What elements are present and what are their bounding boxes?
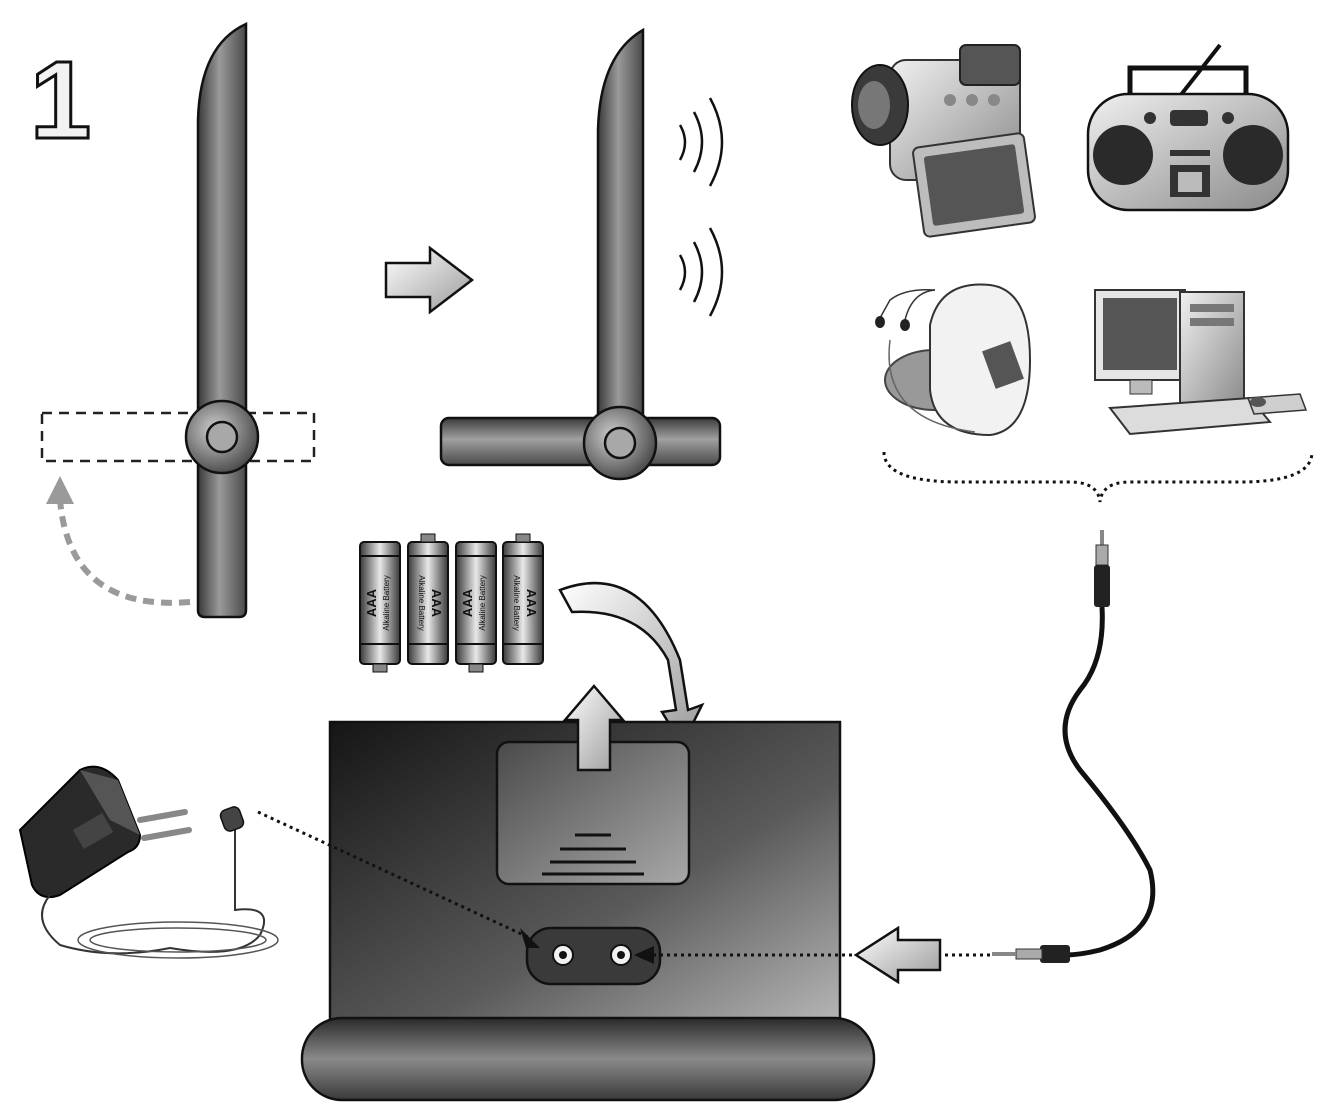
audio-insert-arrow xyxy=(853,925,942,985)
antenna-unfolded xyxy=(439,27,724,481)
rotate-arrow xyxy=(57,499,191,606)
antenna-arm xyxy=(439,416,722,467)
cover-open-arrow xyxy=(562,684,626,772)
step-number: 1 xyxy=(30,39,91,162)
audio-cable-icon xyxy=(992,530,1156,963)
battery-size-label: AAA xyxy=(460,588,475,617)
antenna-folded xyxy=(40,22,316,619)
battery-size-label: AAA xyxy=(429,589,444,618)
signal-waves-icon xyxy=(678,97,724,317)
battery-type-label: Alkaline Battery xyxy=(512,575,521,631)
base-foot xyxy=(300,1016,876,1102)
rotation-zone-outline xyxy=(40,411,316,463)
battery-size-label: AAA xyxy=(524,589,539,618)
cover-grip-lines xyxy=(542,833,644,876)
cd-player-icon xyxy=(875,283,1032,437)
transform-arrow xyxy=(384,245,475,315)
battery-type-label: Alkaline Battery xyxy=(478,575,487,631)
desktop-computer-icon xyxy=(1094,289,1308,436)
battery-size-label: AAA xyxy=(364,588,379,617)
power-adapter-icon xyxy=(18,765,279,959)
camcorder-icon xyxy=(851,44,1036,238)
antenna-blade xyxy=(596,27,645,432)
base-unit xyxy=(300,684,876,1102)
battery-type-label: Alkaline Battery xyxy=(417,575,426,631)
antenna-blade xyxy=(196,22,248,619)
power-connection-line xyxy=(257,810,531,940)
rotate-arrow-head xyxy=(46,476,74,504)
devices-brace xyxy=(882,451,1314,503)
battery-type-label: Alkaline Battery xyxy=(382,575,391,631)
boombox-icon xyxy=(1086,43,1290,212)
